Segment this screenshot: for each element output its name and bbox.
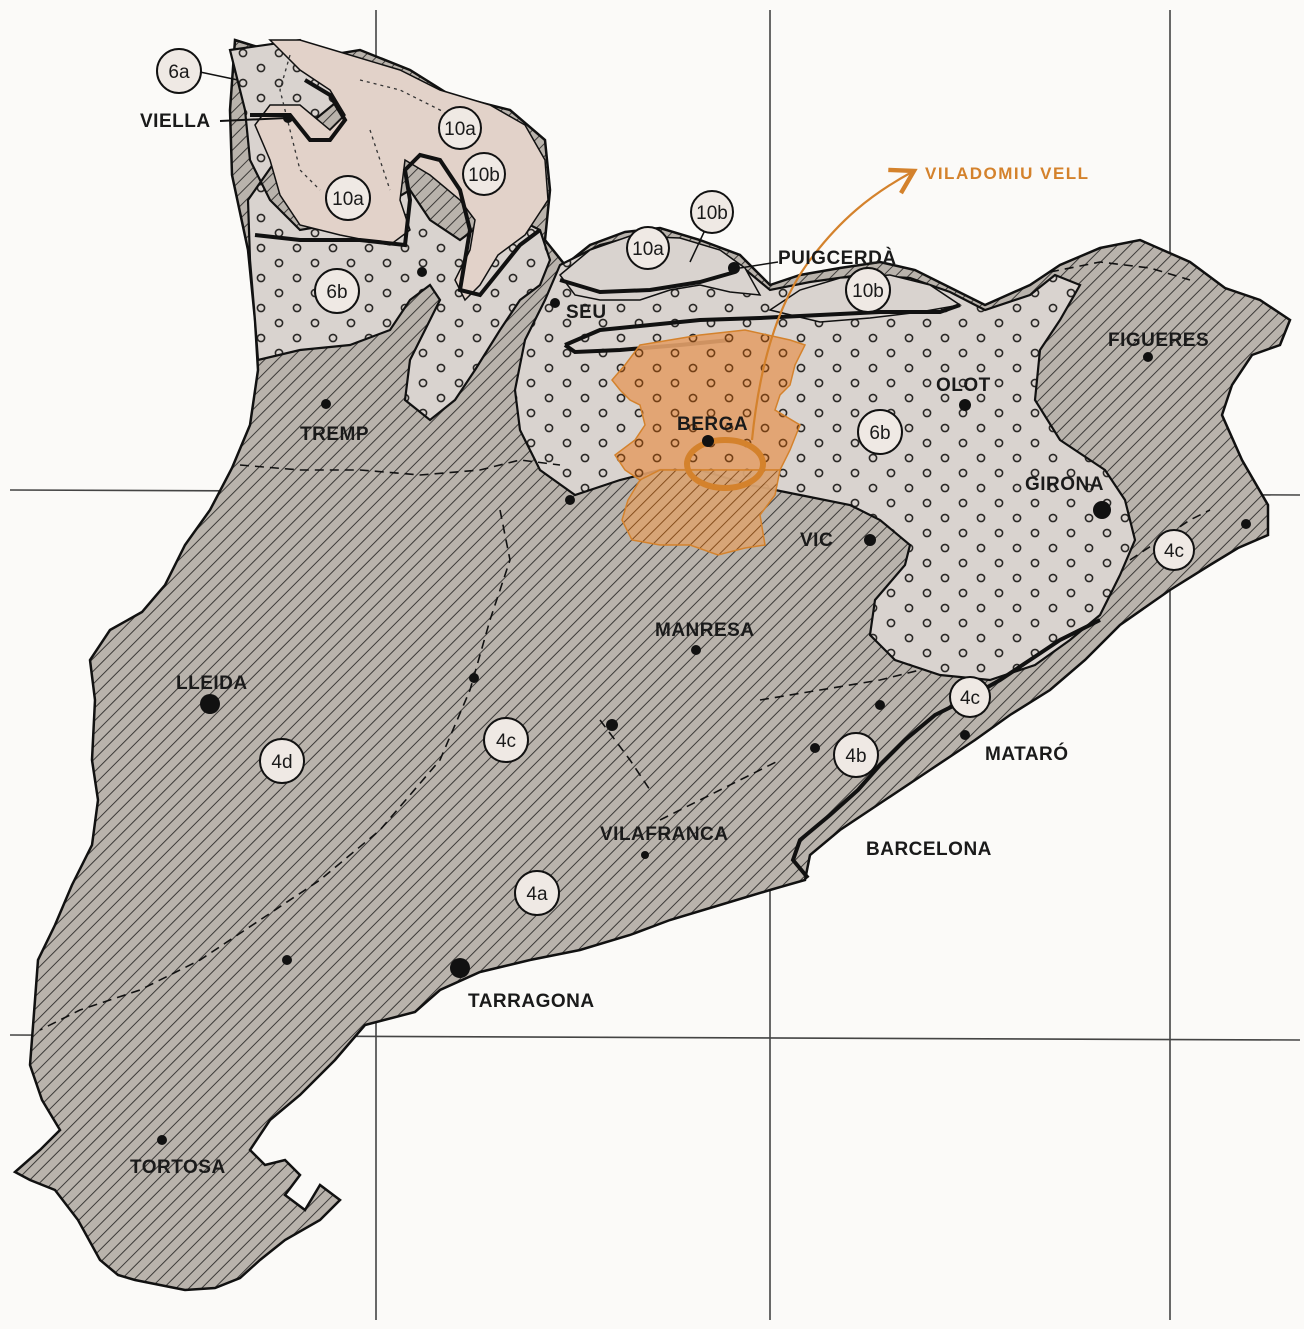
zone-10-north-area	[254, 39, 549, 302]
zone-circles	[156, 48, 1195, 916]
zone-label-10a-west: 10a	[332, 189, 364, 210]
city-dots	[157, 113, 1251, 1145]
city-label-manresa: MANRESA	[655, 620, 755, 641]
city-label-mataro: MATARÓ	[985, 743, 1069, 765]
city-label-girona: GIRONA	[1025, 474, 1104, 495]
city-label-figueres: FIGUERES	[1108, 330, 1209, 351]
city-label-vilafranca: VILAFRANCA	[600, 824, 729, 845]
zone-label-4c-coast: 4c	[960, 688, 980, 709]
city-label-tremp: TREMP	[300, 424, 369, 445]
zone-label-10a-north: 10a	[444, 119, 476, 140]
zone-label-4c-center: 4c	[496, 731, 516, 752]
annotation-arrow	[750, 167, 918, 441]
puigcerda-pointer	[739, 261, 779, 269]
zone-label-10b-north: 10b	[468, 165, 500, 186]
viladomiu-vell-marker	[684, 437, 766, 491]
bergueda-region	[611, 329, 807, 481]
city-label-seu: SEU	[566, 302, 607, 323]
dotted-boundaries	[279, 54, 471, 191]
zone-label-10b-central: 10b	[696, 203, 728, 224]
city-label-viella: VIELLA	[140, 111, 211, 132]
zone-label-4d: 4d	[271, 752, 292, 773]
city-label-puigcerda: PUIGCERDÀ	[778, 247, 897, 269]
city-label-vic: VIC	[800, 530, 833, 551]
zone-label-4a: 4a	[526, 884, 548, 905]
zone-label-4c-northeast: 4c	[1164, 541, 1184, 562]
zone-label-6b-east: 6b	[869, 423, 890, 444]
zone-label-4b: 4b	[845, 746, 866, 767]
city-label-lleida: LLEIDA	[176, 673, 248, 694]
zone-label-6a: 6a	[168, 62, 190, 83]
zone-label-6b-west: 6b	[326, 282, 347, 303]
viella-pointer	[219, 117, 287, 122]
zone-label-10b-east: 10b	[852, 281, 884, 302]
zone-label-10a-central: 10a	[632, 239, 664, 260]
city-label-barcelona: BARCELONA	[866, 839, 992, 860]
city-label-berga: BERGA	[677, 414, 748, 435]
city-label-tarragona: TARRAGONA	[468, 991, 595, 1012]
annotation-label-viladomiu-vell: VILADOMIU VELL	[925, 164, 1090, 183]
bergueda-region-south	[621, 469, 781, 556]
city-label-tortosa: TORTOSA	[130, 1157, 226, 1178]
dashed-boundaries	[39, 261, 1211, 1031]
city-label-olot: OLOT	[936, 375, 991, 396]
coastline-bold	[790, 618, 1101, 880]
zone-10b-pointer	[689, 229, 706, 263]
zone-6a-pointer	[199, 71, 239, 81]
